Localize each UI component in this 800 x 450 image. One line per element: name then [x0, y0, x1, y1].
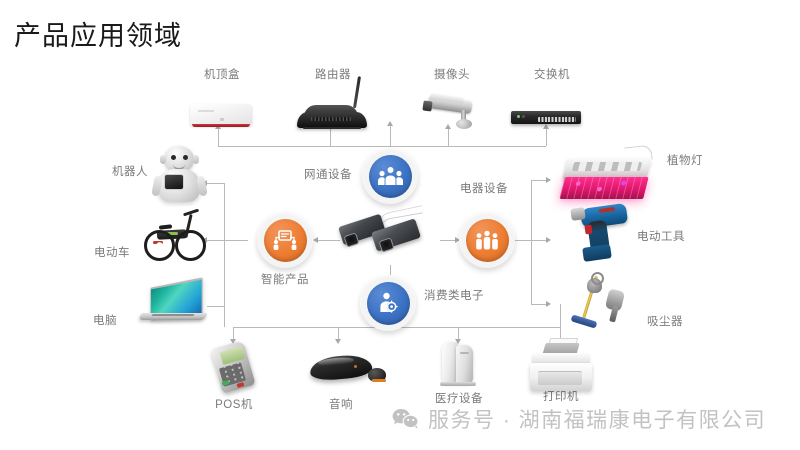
connector-right-drill — [514, 240, 548, 241]
router-icon — [297, 76, 373, 132]
label-printer: 打印机 — [543, 391, 579, 403]
pos-terminal-icon — [210, 340, 258, 394]
arrow-top-switch — [542, 124, 549, 129]
arrow-bottom-pos — [229, 339, 236, 344]
label-grow-light: 植物灯 — [667, 155, 703, 167]
label-electric-bike: 电动车 — [94, 247, 130, 259]
label-pos-terminal: POS机 — [215, 399, 253, 411]
label-security-camera: 摄像头 — [434, 69, 470, 81]
wechat-icon — [392, 408, 419, 430]
label-category-smart: 智能产品 — [261, 274, 309, 286]
connector-bottom-speaker — [338, 327, 339, 340]
label-laptop: 电脑 — [93, 315, 117, 327]
label-medical-device: 医疗设备 — [435, 393, 483, 405]
arrow-top-camera — [444, 124, 451, 129]
connector-hub-to-top — [390, 125, 391, 147]
power-adapter-pair-icon — [338, 205, 430, 258]
label-category-appliance: 电器设备 — [460, 183, 508, 195]
category-node-consumer[interactable] — [360, 275, 416, 331]
label-router: 路由器 — [315, 69, 351, 81]
label-network-switch: 交换机 — [534, 69, 570, 81]
laptop-icon — [136, 277, 214, 325]
connector-right-bus-to-bottom — [560, 304, 561, 327]
connector-left-bus-to-bottom — [224, 306, 225, 327]
arrow-right-drill — [546, 236, 551, 243]
arrow-right-growlight — [546, 176, 551, 183]
label-vacuum-cleaner: 吸尘器 — [647, 316, 683, 328]
label-set-top-box: 机顶盒 — [204, 69, 240, 81]
connector-hub-to-right — [440, 240, 462, 241]
arrow-bottom-medical — [454, 339, 461, 344]
connector-right-growlight — [531, 180, 548, 181]
arrow-right-vacuum — [546, 300, 551, 307]
label-category-network: 网通设备 — [304, 169, 352, 181]
connector-left-bus — [224, 183, 225, 306]
connector-right-vacuum — [531, 304, 548, 305]
label-category-consumer: 消费类电子 — [424, 290, 484, 302]
grow-light-icon — [559, 144, 657, 202]
speaker-icon — [309, 348, 390, 388]
connector-bottom-medical — [458, 327, 459, 340]
connector-hub-to-left — [318, 240, 340, 241]
label-power-drill: 电动工具 — [637, 231, 685, 243]
electric-bike-icon — [139, 208, 206, 261]
arrow-hub-to-top — [386, 121, 393, 126]
connector-top-router — [330, 129, 331, 146]
category-node-appliance[interactable] — [459, 212, 515, 268]
medical-device-icon — [440, 342, 478, 388]
set-top-box-icon — [190, 104, 254, 130]
label-robot: 机器人 — [112, 166, 148, 178]
connector-top-stb — [218, 129, 219, 146]
arrow-hub-to-left — [313, 236, 318, 243]
category-node-smart[interactable] — [257, 212, 313, 268]
connector-left-laptop — [207, 306, 224, 307]
network-switch-icon — [511, 111, 583, 126]
robot-icon — [151, 146, 208, 204]
category-node-network[interactable] — [362, 148, 418, 204]
arrow-bottom-speaker — [334, 339, 341, 344]
printer-icon — [530, 338, 594, 393]
vacuum-cleaner-icon — [570, 272, 633, 329]
label-speaker: 音响 — [329, 399, 353, 411]
connector-top-camera — [448, 129, 449, 146]
page-title: 产品应用领域 — [14, 21, 182, 51]
arrow-hub-to-right — [455, 236, 460, 243]
connector-right-bus — [531, 180, 532, 304]
connector-bottom-pos — [233, 327, 234, 340]
connector-top-bus — [218, 146, 546, 147]
connector-top-switch — [546, 129, 547, 146]
connector-left-robot — [207, 183, 224, 184]
watermark-text: 服务号 · 湖南福瑞康电子有限公司 — [428, 409, 767, 432]
security-camera-icon — [422, 92, 478, 132]
connector-left-bike — [207, 240, 248, 241]
power-drill-icon — [570, 202, 639, 266]
connector-bottom-printer — [560, 327, 561, 340]
watermark: 服务号 · 湖南福瑞康电子有限公司 — [392, 404, 766, 434]
